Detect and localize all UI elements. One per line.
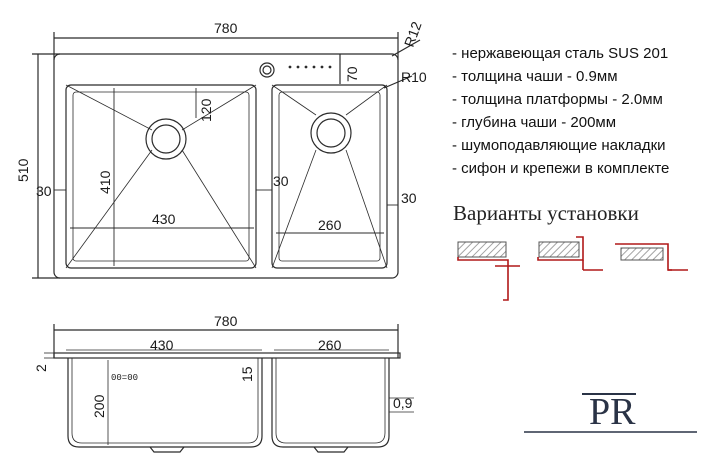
dim-bowl-radius: R10 (401, 69, 427, 85)
dim-right-margin: 30 (401, 190, 417, 206)
dim-total-height: 510 (15, 158, 31, 182)
install-option-topmount (615, 243, 688, 271)
brand-logo: PR (524, 391, 697, 433)
dim-wall-thickness: 0,9 (393, 395, 413, 411)
dim-left-bowl-height: 410 (97, 170, 113, 194)
dim-side-left-width: 430 (150, 337, 174, 353)
spec-item: - глубина чаши - 200мм (452, 114, 616, 131)
dim-side-radius: 15 (239, 366, 255, 382)
install-option-undermount (457, 241, 520, 301)
dim-left-bowl-width: 430 (152, 211, 176, 227)
dim-total-width: 780 (214, 20, 238, 36)
right-drain (310, 112, 352, 154)
right-bowl (271, 84, 388, 269)
dim-side-total-width: 780 (214, 313, 238, 329)
dim-side-right-width: 260 (318, 337, 342, 353)
small-mark: 00=00 (111, 373, 138, 383)
dim-left-margin: 30 (36, 183, 52, 199)
logo-text: PR (589, 391, 636, 433)
side-left-bowl (67, 358, 263, 448)
install-title: Варианты установки (453, 201, 639, 225)
dim-bowl-gap: 30 (273, 173, 289, 189)
specs-list: - нержавеющая сталь SUS 201 - толщина ча… (452, 45, 669, 177)
install-option-flush (537, 236, 603, 271)
sink-outline (53, 53, 399, 279)
left-drain (145, 118, 187, 160)
spec-item: - нержавеющая сталь SUS 201 (452, 45, 668, 62)
overflow-dots (288, 65, 332, 69)
dim-bowl-depth: 200 (91, 394, 107, 418)
faucet-hole (259, 62, 275, 78)
side-right-bowl (271, 358, 390, 448)
side-view (44, 324, 414, 453)
dim-corner-radius: R12 (401, 19, 425, 49)
dim-platform-thickness: 2 (33, 364, 49, 372)
spec-item: - сифон и крепежи в комплекте (452, 160, 669, 177)
spec-item: - толщина платформы - 2.0мм (452, 91, 663, 108)
spec-item: - шумоподавляющие накладки (452, 137, 666, 154)
dim-platform-depth: 70 (344, 66, 360, 82)
dim-right-bowl-width: 260 (318, 217, 342, 233)
left-bowl (65, 84, 257, 269)
spec-item: - толщина чаши - 0.9мм (452, 68, 618, 85)
top-view (32, 32, 421, 279)
dim-drain-offset: 120 (198, 98, 214, 122)
side-platform (53, 352, 401, 359)
